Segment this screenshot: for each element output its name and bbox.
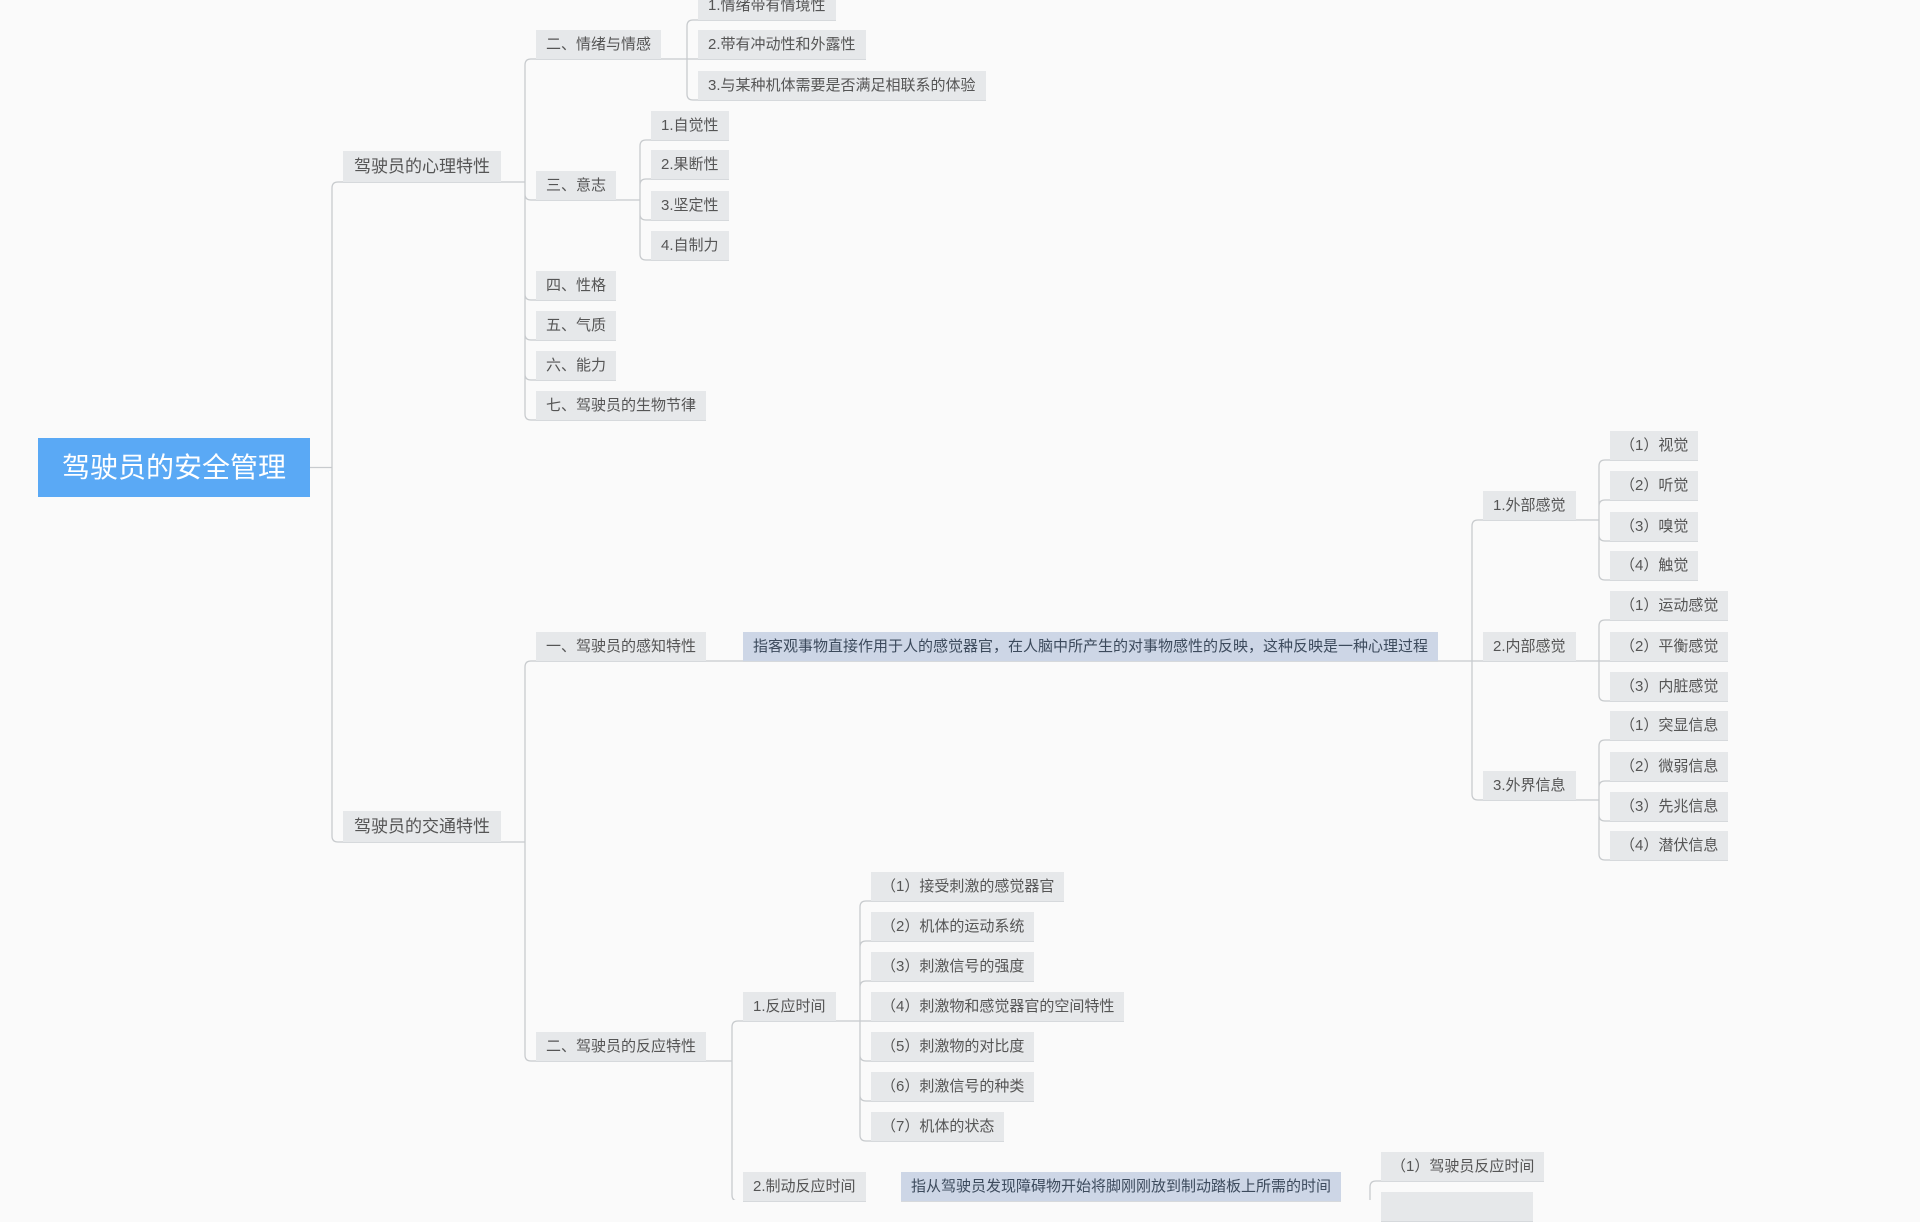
topic-rhythm[interactable]: 七、驾驶员的生物节律: [536, 391, 707, 421]
topic-psych[interactable]: 驾驶员的心理特性: [343, 151, 501, 183]
topic-leaf[interactable]: （2）听觉: [1610, 471, 1699, 501]
topic-leaf[interactable]: 4.自制力: [651, 231, 729, 261]
topic-leaf[interactable]: （2）平衡感觉: [1610, 632, 1729, 662]
topic-external[interactable]: 1.外部感觉: [1483, 491, 1576, 521]
topic-leaf[interactable]: （6）刺激信号的种类: [871, 1072, 1035, 1102]
topic-leaf[interactable]: （4）刺激物和感觉器官的空间特性: [871, 992, 1125, 1022]
topic-leaf[interactable]: （1）接受刺激的感觉器官: [871, 872, 1065, 902]
topic-leaf[interactable]: （3）嗅觉: [1610, 512, 1699, 542]
topic-perception-desc[interactable]: 指客观事物直接作用于人的感觉器官，在人脑中所产生的对事物感性的反映，这种反映是一…: [743, 632, 1439, 662]
topic-leaf[interactable]: （1）运动感觉: [1610, 591, 1729, 621]
topic-reaction[interactable]: 二、驾驶员的反应特性: [536, 1032, 707, 1062]
topic-leaf[interactable]: （3）刺激信号的强度: [871, 952, 1035, 982]
topic-leaf[interactable]: 1.自觉性: [651, 111, 729, 141]
topic-leaf[interactable]: 1.情绪带有情境性: [698, 0, 836, 21]
topic-leaf[interactable]: （1）视觉: [1610, 431, 1699, 461]
topic-leaf[interactable]: [1381, 1192, 1533, 1222]
topic-character[interactable]: 四、性格: [536, 271, 617, 301]
topic-internal[interactable]: 2.内部感觉: [1483, 632, 1576, 662]
topic-leaf[interactable]: （7）机体的状态: [871, 1112, 1005, 1142]
topic-info[interactable]: 3.外界信息: [1483, 771, 1576, 801]
topic-leaf[interactable]: （4）潜伏信息: [1610, 831, 1729, 861]
topic-brake-desc[interactable]: 指从驾驶员发现障碍物开始将脚刚刚放到制动踏板上所需的时间: [901, 1172, 1342, 1202]
topic-leaf[interactable]: （4）触觉: [1610, 551, 1699, 581]
topic-traffic[interactable]: 驾驶员的交通特性: [343, 811, 501, 843]
topic-brake-time[interactable]: 2.制动反应时间: [743, 1172, 866, 1202]
topic-leaf[interactable]: 3.坚定性: [651, 191, 729, 221]
topic-leaf[interactable]: 2.果断性: [651, 150, 729, 180]
topic-reaction-time[interactable]: 1.反应时间: [743, 992, 836, 1022]
topic-leaf[interactable]: （5）刺激物的对比度: [871, 1032, 1035, 1062]
topic-leaf[interactable]: （3）内脏感觉: [1610, 672, 1729, 702]
topic-ability[interactable]: 六、能力: [536, 351, 617, 381]
topic-leaf[interactable]: （2）机体的运动系统: [871, 912, 1035, 942]
root-topic[interactable]: 驾驶员的安全管理: [38, 438, 310, 497]
topic-temperament[interactable]: 五、气质: [536, 311, 617, 341]
topic-leaf[interactable]: （1）驾驶员反应时间: [1381, 1152, 1545, 1182]
topic-leaf[interactable]: （3）先兆信息: [1610, 792, 1729, 822]
topic-leaf[interactable]: 3.与某种机体需要是否满足相联系的体验: [698, 71, 986, 101]
topic-leaf[interactable]: （2）微弱信息: [1610, 752, 1729, 782]
topic-leaf[interactable]: （1）突显信息: [1610, 711, 1729, 741]
topic-emotion[interactable]: 二、情绪与情感: [536, 30, 662, 60]
topic-perception[interactable]: 一、驾驶员的感知特性: [536, 632, 707, 662]
topic-will[interactable]: 三、意志: [536, 171, 617, 201]
topic-leaf[interactable]: 2.带有冲动性和外露性: [698, 30, 866, 60]
